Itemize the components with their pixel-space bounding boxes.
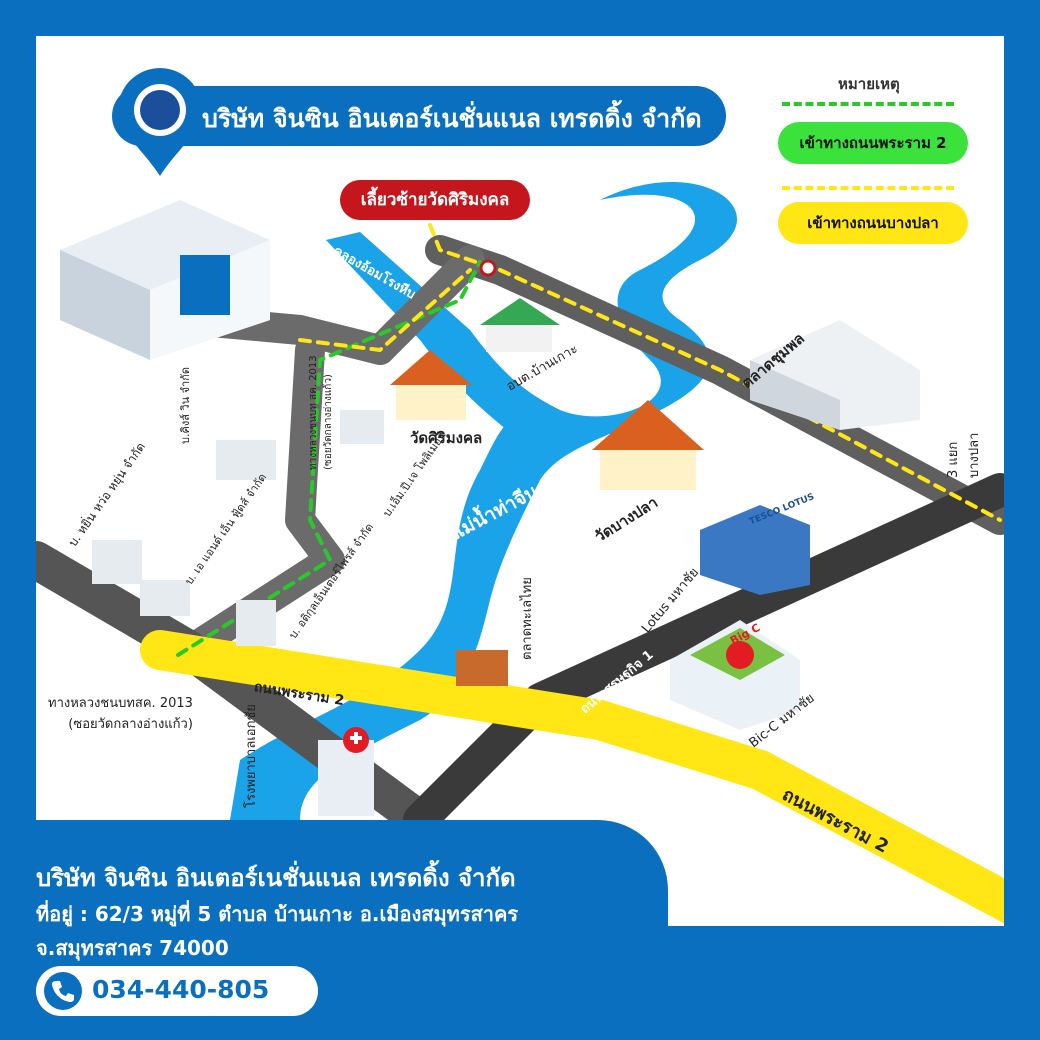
lotus-building: [700, 505, 810, 595]
legend-item-rama2: เข้าทางถนนพระราม 2: [778, 122, 968, 164]
turn-left-callout: เลี้ยวซ้ายวัดศิริมงคล: [340, 180, 530, 220]
river-shape: [230, 181, 738, 821]
company-kingwin-label: บ.คิงส์ วิน จำกัด: [179, 366, 192, 444]
turn-marker: [479, 259, 497, 277]
location-pin-icon: [118, 68, 202, 176]
small-factories: [92, 410, 508, 686]
map-canvas: [36, 181, 1004, 924]
hospital-building: [318, 727, 374, 816]
legend-title: หมายเหตุ: [838, 75, 900, 93]
canal-shape: [326, 232, 560, 440]
legend-item-bangpla: เข้าทางถนนบางปลา: [778, 202, 968, 244]
road-rama2: [140, 630, 1004, 924]
bigc-building: [670, 620, 800, 730]
sea-market-label: ตลาดทะเลไทย: [520, 577, 535, 660]
lane-label-vertical: ทางหลวงชนบท สค. 2013 (ซอยวัดกลางอ่างแก้ว…: [308, 355, 334, 470]
route-rama2-dashed: [176, 260, 482, 657]
company-title: บริษัท จินซิน อินเตอร์เนชั่นแนล เทรดดิ้ง…: [202, 104, 702, 133]
footer-company: บริษัท จินซิน อินเตอร์เนชั่นแนล เทรดดิ้ง…: [36, 864, 516, 892]
obt-building: [480, 298, 560, 352]
company-title-pill: บริษัท จินซิน อินเตอร์เนชั่นแนล เทรดดิ้ง…: [112, 86, 726, 146]
lane-label-side: ทางหลวงชนบทสค. 2013 (ซอยวัดกลางอ่างแก้ว): [48, 696, 193, 732]
wat-sirimongkol-label: วัดศิริมงคล: [410, 429, 483, 447]
footer-address-line2: จ.สมุทรสาคร 74000: [36, 936, 229, 960]
phone-number[interactable]: 034-440-805: [92, 975, 270, 1004]
company-hq-building: [60, 200, 270, 360]
route-link-yellow: [298, 268, 472, 352]
legend-yellow-line: [782, 186, 954, 190]
temple-bangpla: [592, 400, 704, 490]
hospital-label: โรงพยาบาลเอกชัย: [244, 704, 259, 808]
legend-green-line: [782, 102, 954, 106]
footer-address-line1: ที่อยู่ : 62/3 หมู่ที่ 5 ตำบล บ้านเกาะ อ…: [36, 902, 519, 926]
temple-sirimongkol: [390, 350, 472, 420]
phone-icon: [44, 972, 82, 1010]
market-chuphon-building: [750, 320, 920, 430]
phone-pill[interactable]: 034-440-805: [36, 966, 318, 1016]
junction-label: 3 แยก บางปลา: [946, 432, 982, 478]
